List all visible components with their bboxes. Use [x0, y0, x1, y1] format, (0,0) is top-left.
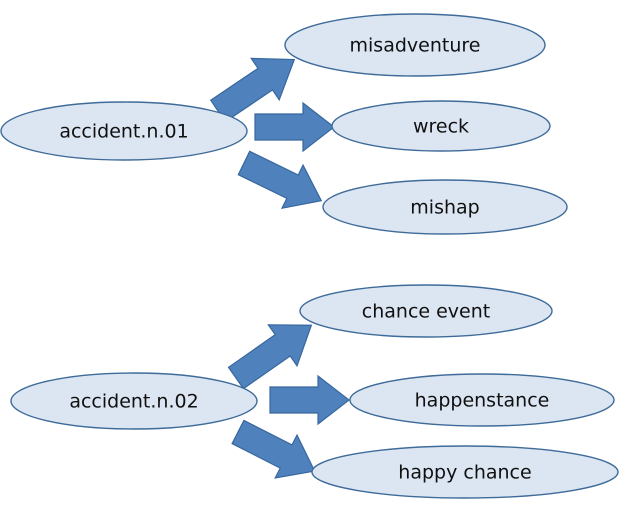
- arrow-right-2: [269, 374, 350, 426]
- node-mishap[interactable]: mishap: [322, 179, 568, 235]
- node-ellipse-shape: [10, 372, 258, 430]
- node-ellipse-shape: [331, 100, 551, 152]
- node-accident-n-02[interactable]: accident.n.02: [10, 372, 258, 430]
- block-arrow-shape: [227, 324, 313, 390]
- arrow-down-right-2: [231, 419, 316, 479]
- node-wreck[interactable]: wreck: [331, 100, 551, 152]
- block-arrow-shape: [209, 57, 296, 123]
- arrow-right-1: [254, 101, 335, 153]
- node-happenstance[interactable]: happenstance: [349, 373, 615, 427]
- node-ellipse-shape: [311, 445, 619, 499]
- node-ellipse-shape: [322, 179, 568, 235]
- node-misadventure[interactable]: misadventure: [284, 13, 546, 77]
- node-label: chance event: [362, 301, 490, 323]
- node-label: mishap: [410, 197, 479, 219]
- node-label: misadventure: [350, 35, 481, 57]
- node-label: accident.n.01: [59, 121, 188, 143]
- node-ellipse-shape: [299, 284, 553, 338]
- arrow-up-right-1: [209, 57, 296, 123]
- node-label: wreck: [413, 116, 469, 138]
- block-arrow-shape: [231, 419, 316, 479]
- synset-group-accident-n-01: accident.n.01 misadventure wreck mishap: [0, 13, 568, 235]
- node-label: happenstance: [415, 390, 550, 412]
- block-arrow-shape: [269, 374, 350, 426]
- node-label: accident.n.02: [69, 391, 198, 413]
- node-ellipse-shape: [349, 373, 615, 427]
- block-arrow-shape: [254, 101, 335, 153]
- node-ellipse-shape: [284, 13, 546, 77]
- synset-group-accident-n-02: accident.n.02 chance event happenstance …: [10, 284, 619, 499]
- block-arrow-shape: [237, 150, 323, 210]
- arrow-down-right-1: [237, 150, 323, 210]
- arrow-up-right-2: [227, 324, 313, 390]
- node-label: happy chance: [398, 462, 531, 484]
- node-accident-n-01[interactable]: accident.n.01: [0, 101, 248, 161]
- node-ellipse-shape: [0, 101, 248, 161]
- node-chance-event[interactable]: chance event: [299, 284, 553, 338]
- node-happy-chance[interactable]: happy chance: [311, 445, 619, 499]
